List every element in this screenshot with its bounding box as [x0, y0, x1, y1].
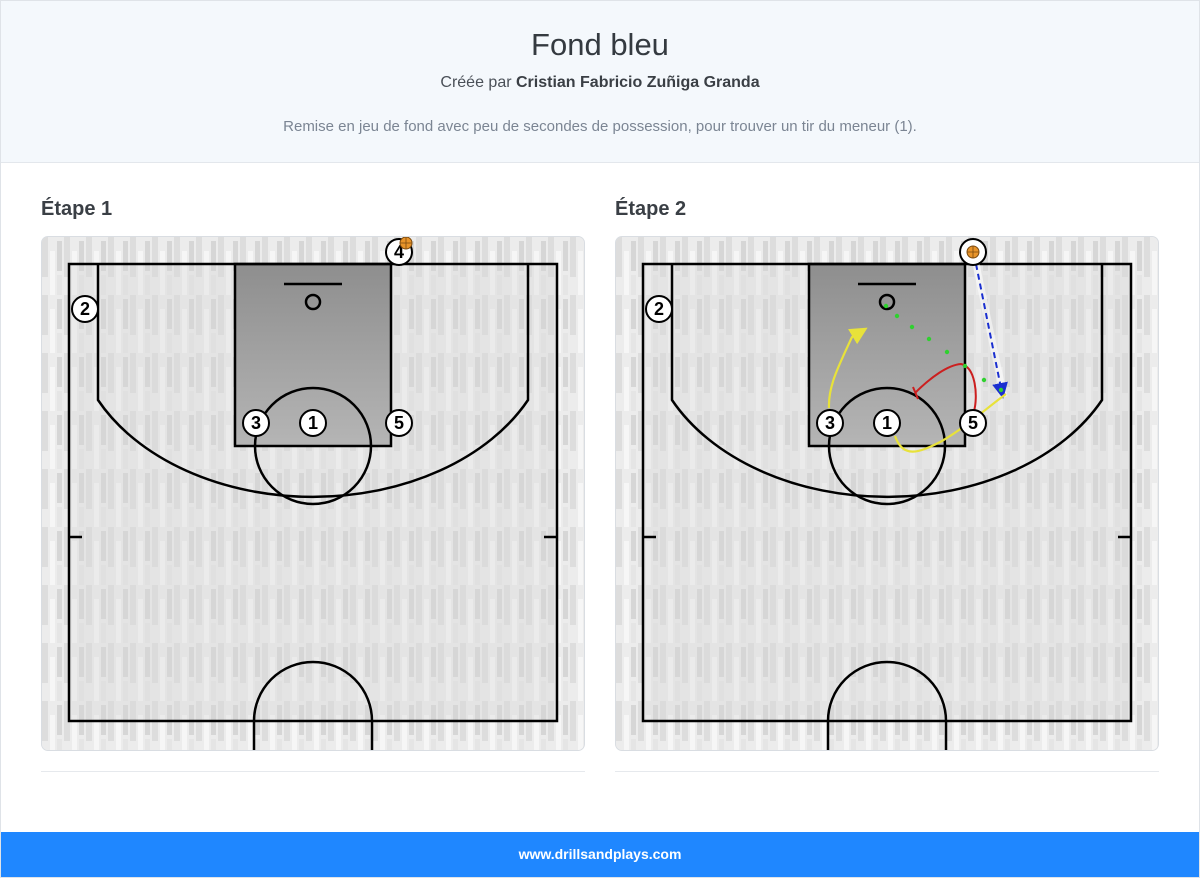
player-1[interactable]: 1: [873, 409, 901, 437]
player-3[interactable]: 3: [242, 409, 270, 437]
author-name: Cristian Fabricio Zuñiga Granda: [516, 74, 760, 91]
player-4-label: 4: [394, 242, 404, 262]
court-lines: [67, 262, 559, 750]
player-5[interactable]: 5: [959, 409, 987, 437]
step-2-diagram: 2 3 1 5: [615, 236, 1159, 751]
site-footer: www.drillsandplays.com: [1, 832, 1199, 877]
step-2-divider: [615, 771, 1159, 772]
player-2[interactable]: 2: [645, 295, 673, 323]
movement-cut-3: [827, 327, 868, 409]
player-2-label: 2: [654, 299, 664, 319]
step-1-divider: [41, 771, 585, 772]
player-5[interactable]: 5: [385, 409, 413, 437]
player-2[interactable]: 2: [71, 295, 99, 323]
movement-screen-5: [912, 362, 977, 412]
player-5-label: 5: [968, 413, 978, 433]
step-1-diagram: 4 2 3 1 5: [41, 236, 585, 751]
player-3-label: 3: [251, 413, 261, 433]
court-svg: 4 2 3 1 5: [42, 237, 584, 750]
court-lines: [641, 262, 1133, 750]
movement-cut-1: [893, 393, 1007, 453]
player-3[interactable]: 3: [816, 409, 844, 437]
page-title: Fond bleu: [531, 27, 669, 62]
player-3-label: 3: [825, 413, 835, 433]
player-2-label: 2: [80, 299, 90, 319]
player-inbounder[interactable]: [959, 238, 987, 266]
author-byline: Créée par Cristian Fabricio Zuñiga Grand…: [1, 74, 1199, 92]
byline-prefix: Créée par: [440, 74, 512, 91]
step-2-title: Étape 2: [615, 198, 687, 220]
step-1-title: Étape 1: [41, 198, 113, 220]
play-description: Remise en jeu de fond avec peu de second…: [283, 118, 917, 135]
page-header: Fond bleu Créée par Cristian Fabricio Zu…: [1, 1, 1199, 163]
court-svg: 2 3 1 5: [616, 237, 1158, 750]
player-1-label: 1: [308, 413, 318, 433]
player-5-label: 5: [394, 413, 404, 433]
footer-link[interactable]: www.drillsandplays.com: [518, 846, 682, 862]
player-1-label: 1: [882, 413, 892, 433]
player-1[interactable]: 1: [299, 409, 327, 437]
movement-shot: [883, 303, 1004, 393]
player-4[interactable]: 4: [385, 237, 413, 266]
movement-pass: [972, 263, 1008, 399]
